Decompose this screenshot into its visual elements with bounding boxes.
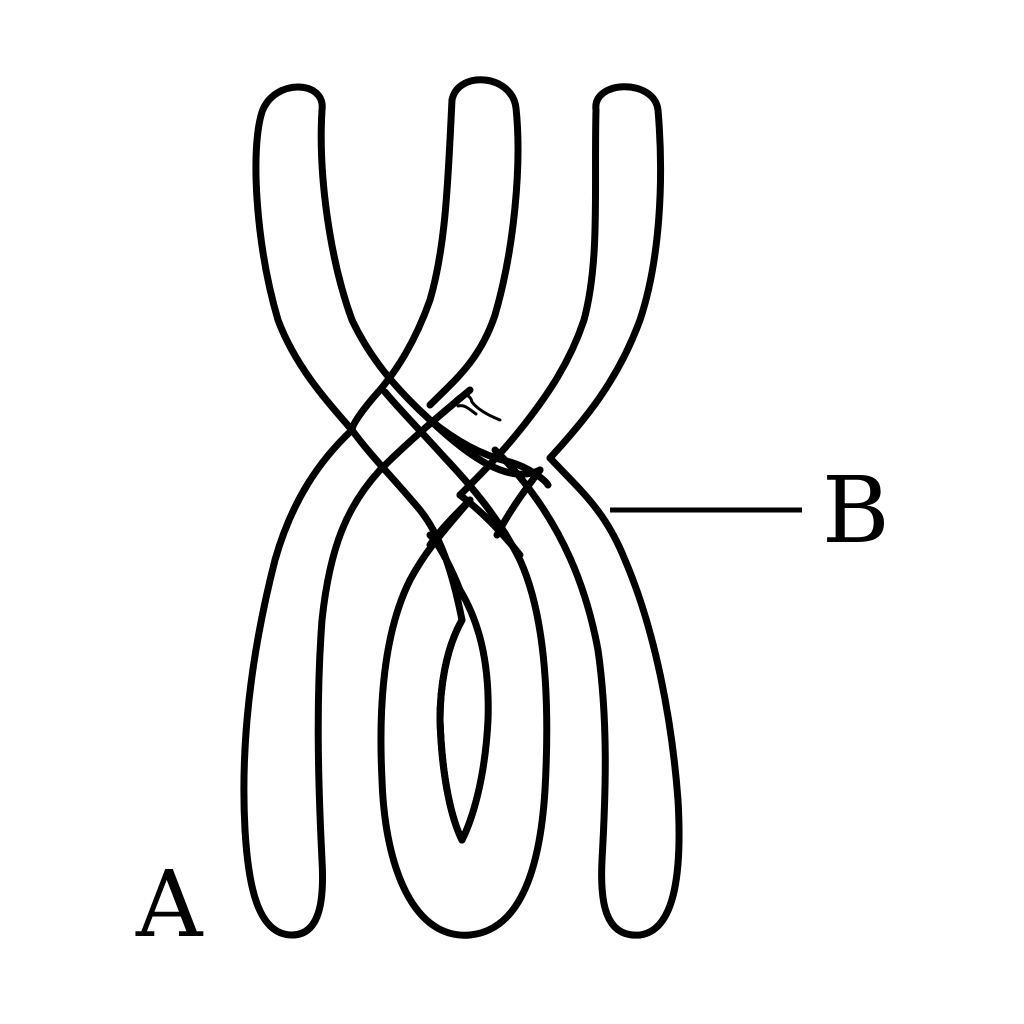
inner-loop-lens bbox=[436, 616, 466, 844]
crossover-detail-mark-2 bbox=[456, 404, 478, 416]
chromatid-left-bottom-outer bbox=[240, 426, 384, 939]
chromatid-left-cross-strand bbox=[376, 386, 474, 474]
label-b: B bbox=[822, 457, 890, 564]
chromatid-right-bottom bbox=[491, 446, 683, 939]
chromatid-crossing-segment bbox=[456, 491, 524, 559]
chromatid-middle-lower-cross bbox=[426, 496, 474, 549]
chromatid-middle-top-arm bbox=[426, 76, 522, 409]
chromatid-left-inner-edge bbox=[317, 106, 544, 478]
chromatid-middle-inner-edge bbox=[348, 96, 456, 434]
chromatid-right-cross-strand bbox=[426, 416, 552, 489]
chromatid-right-inner-edge bbox=[456, 106, 600, 499]
chromatid-left-top-arm bbox=[252, 83, 356, 434]
label-a: A bbox=[135, 851, 204, 958]
crossover-detail-mark bbox=[453, 393, 502, 422]
chromatid-right-top-arm bbox=[546, 83, 665, 462]
chromatid-middle-cross-down bbox=[377, 388, 551, 939]
